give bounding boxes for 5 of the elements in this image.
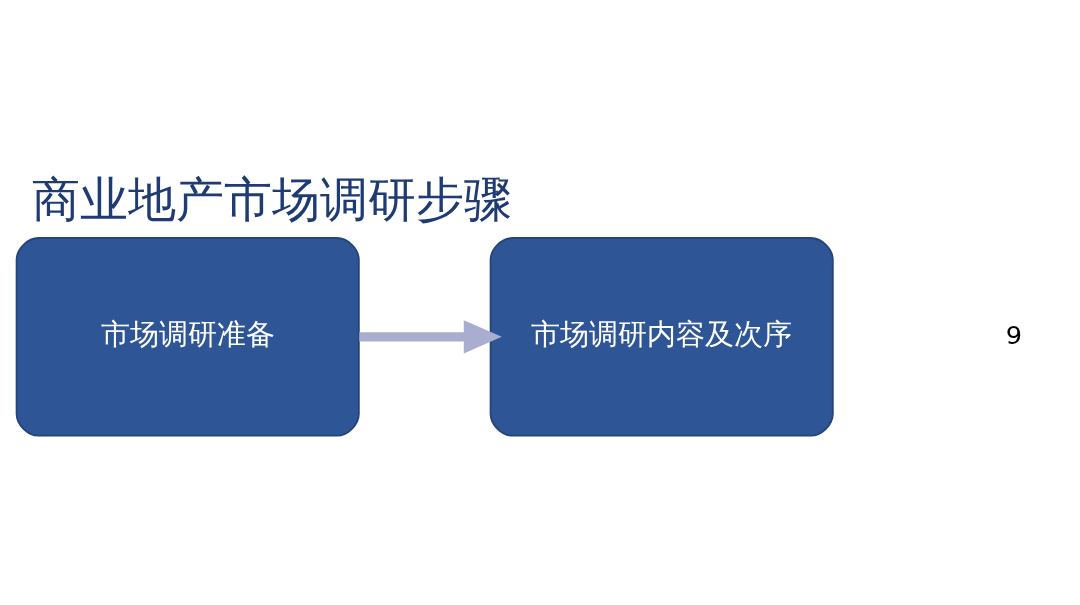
label: 9 [1005,319,1023,350]
arrow [359,319,502,353]
diagram-title: 商业地产市场调研步骤 [31,171,512,227]
node-box: 市场调研准备 [15,236,360,437]
node-box: 市场调研内容及次序 [489,236,834,437]
